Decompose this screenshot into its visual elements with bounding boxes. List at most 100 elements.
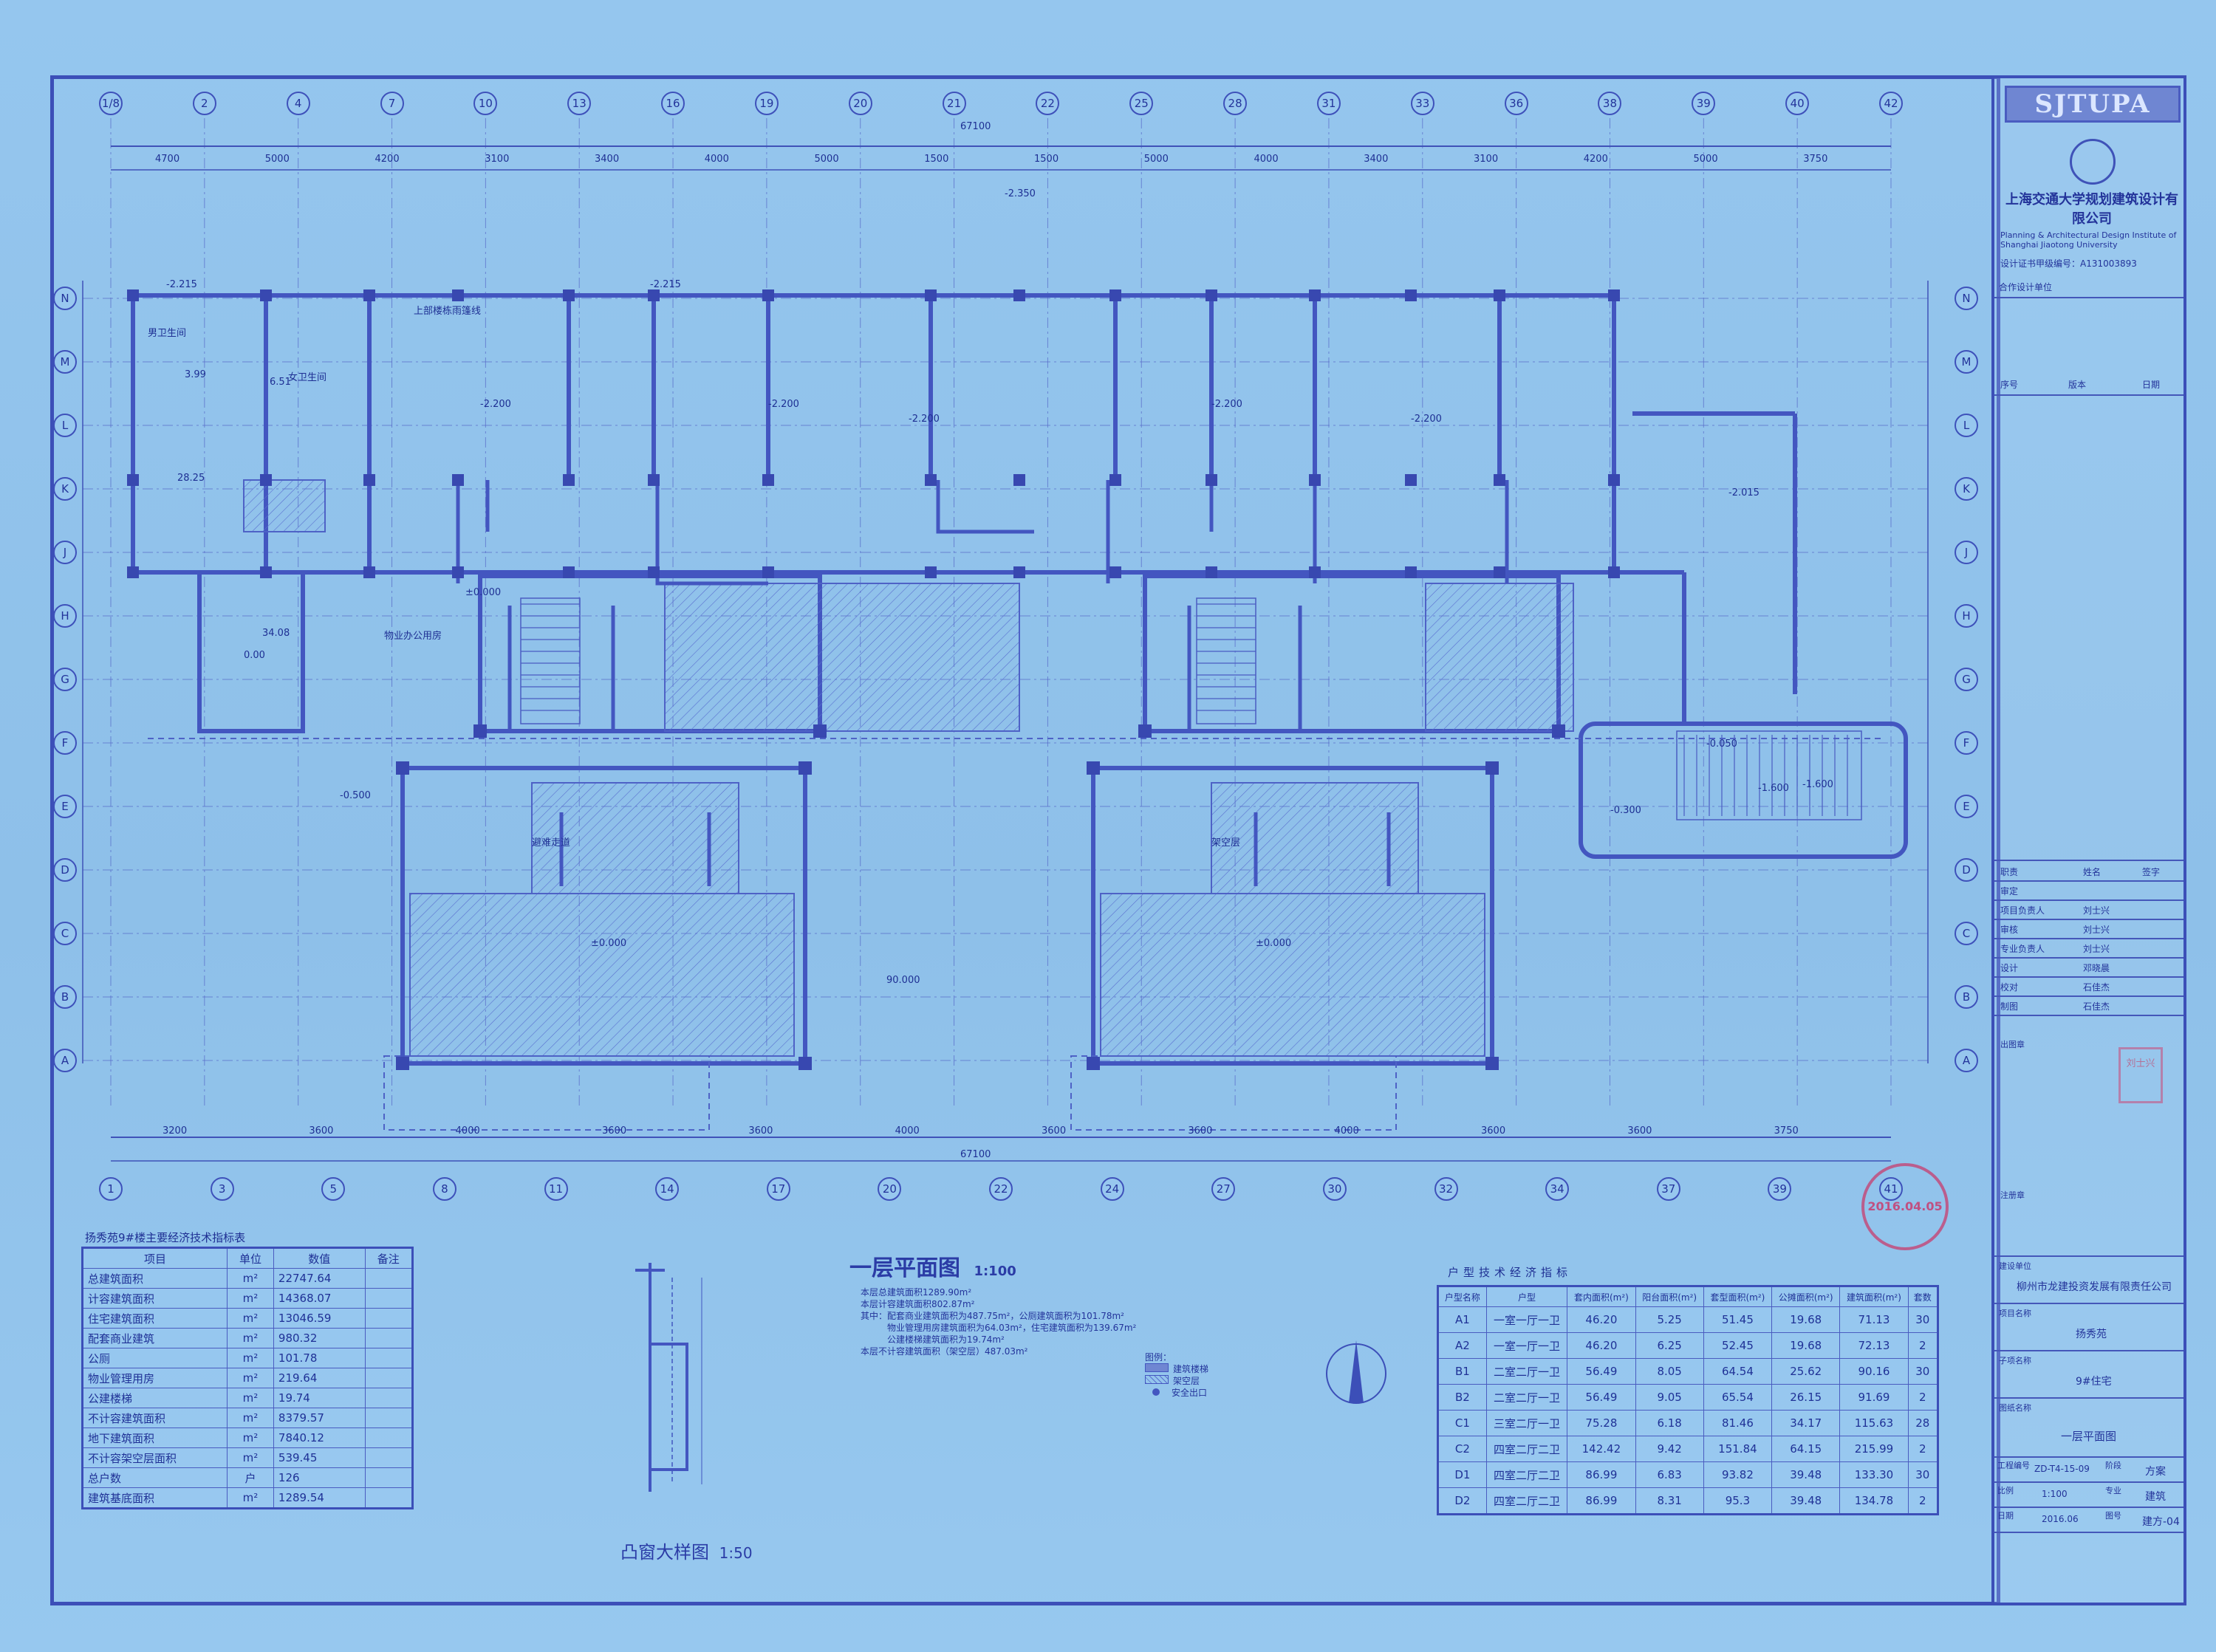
responsibility-row: 设计邓晓晨 (1994, 959, 2183, 978)
unit-table-cell: C2 (1437, 1436, 1487, 1462)
legend-label: 安全出口 (1172, 1388, 1208, 1398)
room-label: 避难走道 (532, 837, 571, 849)
dimension-text: 4700 (155, 154, 180, 165)
job-no-value: ZD-T4-15-09 (2034, 1464, 2090, 1474)
grid-axis-label: 11 (544, 1177, 568, 1201)
grid-axis-label: 1 (99, 1177, 123, 1201)
grid-axis-label: A (53, 1049, 77, 1072)
unit-table-cell: 四室二厅二卫 (1485, 1461, 1568, 1488)
revision-col: 版本 (2068, 380, 2087, 390)
stair-swatch-icon (1145, 1363, 1169, 1372)
responsibility-row: 制图石佳杰 (1994, 997, 2183, 1016)
grid-axis-label: 24 (1100, 1177, 1124, 1201)
elevation-mark: ±0.000 (465, 587, 502, 598)
dimension-text: 1500 (1034, 154, 1059, 165)
unit-table-cell: 四室二厅二卫 (1485, 1436, 1568, 1462)
grid-axis-label: N (1955, 287, 1978, 310)
unit-table-cell: 64.15 (1771, 1436, 1841, 1462)
tech-table-cell: 14368.07 (273, 1288, 366, 1309)
title-block: SJTUPA 上海交通大学规划建筑设计有限公司 Planning & Archi… (1991, 75, 2186, 1605)
unit-table-cell: 30 (1907, 1358, 1939, 1385)
grid-axis-label: G (1955, 668, 1978, 691)
tech-table-cell (364, 1268, 414, 1289)
room-label: ±0.000 (591, 938, 627, 949)
plan-note: 物业管理用房建筑面积为64.03m²，住宅建筑面积为139.67m² (887, 1323, 1137, 1333)
elevation-mark: -2.215 (166, 279, 197, 290)
status-value: 方案 (2145, 1466, 2166, 1478)
grid-axis-label: 28 (1223, 92, 1248, 115)
discipline-value: 建筑 (2145, 1491, 2166, 1503)
responsibility-col: 职责 (2000, 867, 2019, 877)
grid-axis-label: 33 (1410, 92, 1434, 115)
tech-table-cell: m² (227, 1288, 274, 1309)
plan-scale: 1:100 (974, 1264, 1016, 1279)
room-label: -2.200 (768, 399, 799, 410)
dimension-text: 3600 (602, 1125, 627, 1137)
grid-axis-label: M (1955, 350, 1978, 374)
responsibility-row: 专业负责人刘士兴 (1994, 939, 2183, 959)
tech-table-cell: 不计容建筑面积 (82, 1408, 228, 1428)
grid-axis-label: L (53, 414, 77, 437)
responsibility-row: 项目负责人刘士兴 (1994, 901, 2183, 920)
tech-table-header: 数值 (273, 1247, 366, 1269)
grid-axis-label: 21 (942, 92, 966, 115)
university-seal-icon (2070, 139, 2116, 185)
window-detail-title: 凸窗大样图 1:50 (620, 1538, 753, 1563)
tech-table-cell: 户 (227, 1467, 274, 1488)
grid-axis-label: 31 (1316, 92, 1341, 115)
scale-row: 比例 1:100 专业 建筑 (1994, 1483, 2183, 1508)
unit-table-cell: 2 (1907, 1436, 1939, 1462)
grid-axis-label: K (53, 477, 77, 501)
grid-axis-label: 25 (1129, 92, 1154, 115)
plan-notes: 本层总建筑面积1289.90m² 本层计容建筑面积802.87m² 其中：配套商… (861, 1286, 1136, 1357)
room-label: ±0.000 (1256, 938, 1292, 949)
legend-item: 安全出口 (1145, 1387, 1208, 1399)
legend-label: 架空层 (1173, 1376, 1200, 1386)
grid-axis-label: 10 (473, 92, 498, 115)
unit-table-cell: 151.84 (1703, 1436, 1773, 1462)
subproject-row: 子项名称 9#住宅 (1994, 1351, 2183, 1399)
unit-table-cell: 6.18 (1635, 1410, 1704, 1436)
institute-name-en: Planning & Architectural Design Institut… (2000, 230, 2177, 250)
role-name: 石佳杰 (2083, 1001, 2110, 1012)
unit-table-cell: 8.05 (1635, 1358, 1704, 1385)
tech-table-cell (364, 1427, 414, 1448)
unit-table-cell: 6.25 (1635, 1332, 1704, 1359)
tech-table-cell: m² (227, 1308, 274, 1329)
unit-table-cell: 39.48 (1771, 1487, 1841, 1515)
grid-axis-label: J (53, 541, 77, 564)
status-label: 阶段 (2105, 1461, 2121, 1470)
grid-axis-label: 1/8 (99, 92, 123, 115)
role-label: 校对 (2000, 982, 2019, 993)
tech-table-cell: m² (227, 1427, 274, 1448)
dimension-text: 5000 (814, 154, 839, 165)
dimension-text: 4000 (455, 1125, 480, 1137)
unit-table-cell: 90.16 (1839, 1358, 1909, 1385)
grid-axis-label: K (1955, 477, 1978, 501)
grid-axis-label: D (53, 858, 77, 882)
role-name: 刘士兴 (2083, 944, 2110, 954)
registration-stamp-label: 注册章 (2000, 1190, 2025, 1200)
grid-axis-label: G (53, 668, 77, 691)
dimension-text: 3100 (485, 154, 510, 165)
tech-table-cell: 物业管理用房 (82, 1368, 228, 1388)
tech-table-cell: 建筑基底面积 (82, 1487, 228, 1509)
room-label: -2.200 (1411, 414, 1442, 425)
tech-table-cell: 总户数 (82, 1467, 228, 1488)
elevation-mark: -2.015 (1728, 487, 1760, 498)
plan-title: 一层平面图 1:100 (849, 1250, 1016, 1282)
job-no-label: 工程编号 (1997, 1461, 2030, 1470)
tech-table-cell: 219.64 (273, 1368, 366, 1388)
unit-table-header: 阳台面积(m²) (1635, 1286, 1704, 1307)
tech-table-cell: 地下建筑面积 (82, 1427, 228, 1448)
grid-axis-label: C (53, 922, 77, 945)
overall-dimension-top: 67100 (960, 121, 991, 132)
